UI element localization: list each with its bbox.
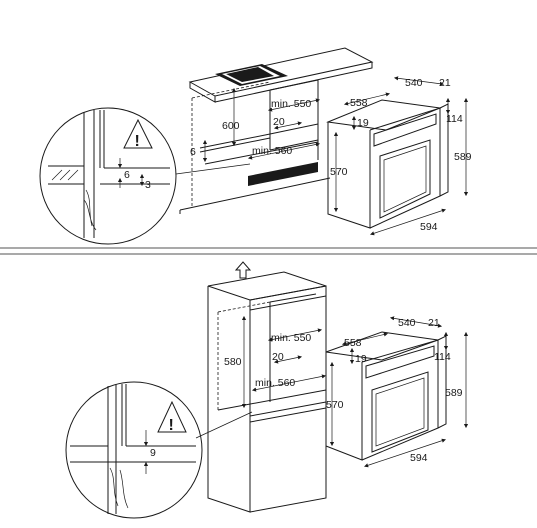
dim-detail-gap: 6 [124, 169, 130, 181]
top-panel: 600 min. 550 20 min. 560 6 558 540 21 [39, 47, 472, 245]
bottom-panel: 580 min. 550 20 min. 560 558 540 21 19 [65, 261, 469, 519]
dim-niche-depth: min. 550 [271, 98, 311, 110]
dim-oven-width-front: 594 [420, 221, 438, 233]
dim-top-offset-b: 19 [355, 353, 367, 365]
oven-bottom [325, 331, 447, 461]
up-arrow-icon [234, 261, 252, 279]
dim-front-panel-b: 21 [428, 317, 440, 329]
oven-top [326, 99, 449, 229]
dim-oven-depth-b: 540 [398, 317, 416, 329]
plinth-vent [248, 162, 318, 186]
detail-circle-top: 6 3 ! [39, 107, 251, 245]
oven-top-dimensions: 558 540 21 19 570 114 589 594 [330, 76, 472, 236]
tall-cabinet [207, 271, 327, 513]
dim-niche-depth-tall: min. 550 [271, 332, 311, 344]
dim-top-offset: 19 [357, 117, 369, 129]
warning-triangle-icon [123, 118, 153, 149]
oven-bottom-dimensions: 558 540 21 19 570 114 589 594 [326, 316, 469, 468]
dim-side-gap: 6 [190, 146, 196, 158]
warning-triangle-icon-bottom [157, 400, 187, 433]
dim-gap: 20 [273, 116, 285, 128]
dim-oven-body-height-b: 570 [326, 399, 344, 411]
dim-oven-height-b: 589 [445, 387, 463, 399]
dim-oven-width-front-b: 594 [410, 452, 428, 464]
niche-dimensions: 600 min. 550 20 min. 560 6 [190, 87, 321, 163]
warning-mark-bottom: ! [169, 417, 174, 434]
dim-detail-gap-bottom: 9 [150, 447, 156, 459]
hob [215, 64, 288, 86]
dim-niche-height-tall: 580 [224, 356, 242, 368]
dim-oven-depth: 540 [405, 77, 423, 89]
dim-gap-tall: 20 [272, 351, 284, 363]
dim-niche-width-tall: min. 560 [255, 377, 295, 389]
dim-oven-height: 589 [454, 151, 472, 163]
dim-panel-height-b: 114 [434, 351, 451, 363]
dim-panel-height: 114 [446, 113, 463, 125]
detail-circle-bottom: 9 ! [65, 381, 253, 519]
dim-oven-body-height: 570 [330, 166, 348, 178]
dim-detail-thickness: 3 [145, 179, 151, 191]
cabinet-dimensions: 580 min. 550 20 min. 560 [224, 315, 327, 409]
countertop [188, 47, 374, 103]
dim-oven-width-top-b: 558 [344, 337, 362, 349]
dim-niche-height: 600 [222, 120, 240, 132]
dim-oven-width-top: 558 [350, 97, 368, 109]
dim-niche-width: min. 560 [252, 145, 292, 157]
warning-mark: ! [135, 133, 140, 150]
dim-front-panel: 21 [439, 77, 451, 89]
